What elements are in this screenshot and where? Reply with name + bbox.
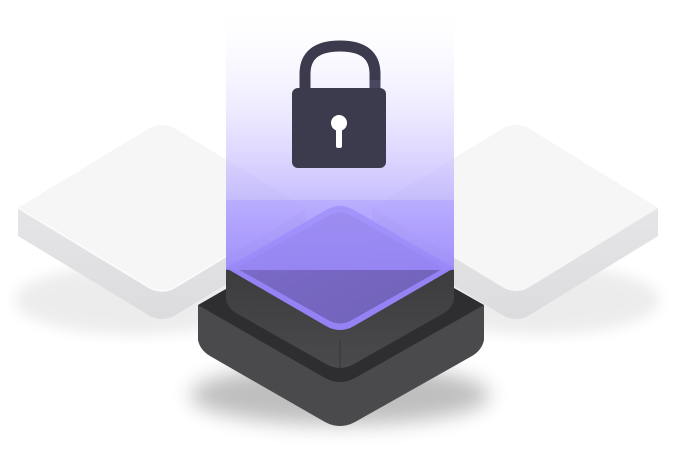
- lock-icon: [292, 40, 386, 168]
- beam-glow: [226, 200, 454, 330]
